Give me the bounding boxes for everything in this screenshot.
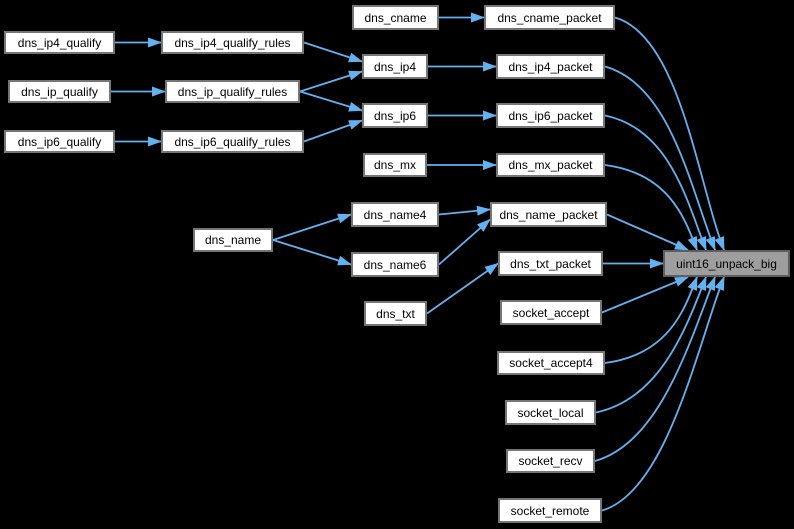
graph-node-dns_name[interactable]: dns_name xyxy=(193,228,273,252)
edge xyxy=(426,262,499,315)
edge xyxy=(299,90,363,112)
edge xyxy=(272,239,352,266)
edge xyxy=(601,276,689,314)
graph-node-socket_accept4[interactable]: socket_accept4 xyxy=(497,351,605,375)
edge xyxy=(438,205,491,216)
graph-node-dns_ip6[interactable]: dns_ip6 xyxy=(362,103,428,128)
edge xyxy=(299,70,363,93)
graph-node-dns_ip_qualify_rules[interactable]: dns_ip_qualify_rules xyxy=(165,80,300,103)
graph-node-dns_name_packet[interactable]: dns_name_packet xyxy=(490,202,607,227)
graph-node-dns_mx[interactable]: dns_mx xyxy=(363,153,427,177)
graph-node-dns_txt_packet[interactable]: dns_txt_packet xyxy=(498,251,603,276)
graph-node-dns_ip4[interactable]: dns_ip4 xyxy=(362,54,428,79)
graph-node-dns_name4[interactable]: dns_name4 xyxy=(351,202,439,227)
graph-node-socket_local[interactable]: socket_local xyxy=(505,400,596,425)
edge xyxy=(594,276,716,462)
graph-node-dns_ip4_packet[interactable]: dns_ip4_packet xyxy=(496,54,605,79)
edge xyxy=(303,119,363,143)
graph-node-dns_ip6_packet[interactable]: dns_ip6_packet xyxy=(496,103,605,128)
edge xyxy=(438,218,491,266)
edge xyxy=(595,276,707,414)
edge xyxy=(604,114,707,251)
graph-node-socket_recv[interactable]: socket_recv xyxy=(506,449,595,473)
edge xyxy=(614,16,725,251)
graph-node-dns_ip_qualify[interactable]: dns_ip_qualify xyxy=(8,80,111,103)
graph-node-dns_ip4_qualify_rules[interactable]: dns_ip4_qualify_rules xyxy=(161,31,304,54)
graph-node-dns_cname[interactable]: dns_cname xyxy=(352,5,439,30)
edge xyxy=(604,65,716,251)
graph-node-dns_cname_packet[interactable]: dns_cname_packet xyxy=(484,5,615,30)
edge xyxy=(604,276,698,364)
graph-node-socket_remote[interactable]: socket_remote xyxy=(498,498,602,523)
graph-node-dns_ip4_qualify[interactable]: dns_ip4_qualify xyxy=(4,31,115,54)
graph-node-dns_mx_packet[interactable]: dns_mx_packet xyxy=(496,153,605,177)
edge xyxy=(604,164,698,251)
graph-node-uint16_unpack_big: uint16_unpack_big xyxy=(663,250,790,277)
graph-node-dns_ip6_qualify_rules[interactable]: dns_ip6_qualify_rules xyxy=(161,130,304,153)
graph-node-socket_accept[interactable]: socket_accept xyxy=(500,300,602,325)
graph-node-dns_ip6_qualify[interactable]: dns_ip6_qualify xyxy=(4,130,115,153)
edge xyxy=(303,41,363,63)
edge xyxy=(606,213,689,251)
graph-node-dns_name6[interactable]: dns_name6 xyxy=(351,252,439,277)
graph-node-dns_txt[interactable]: dns_txt xyxy=(364,301,427,326)
edge xyxy=(272,213,352,241)
edge xyxy=(601,276,725,512)
